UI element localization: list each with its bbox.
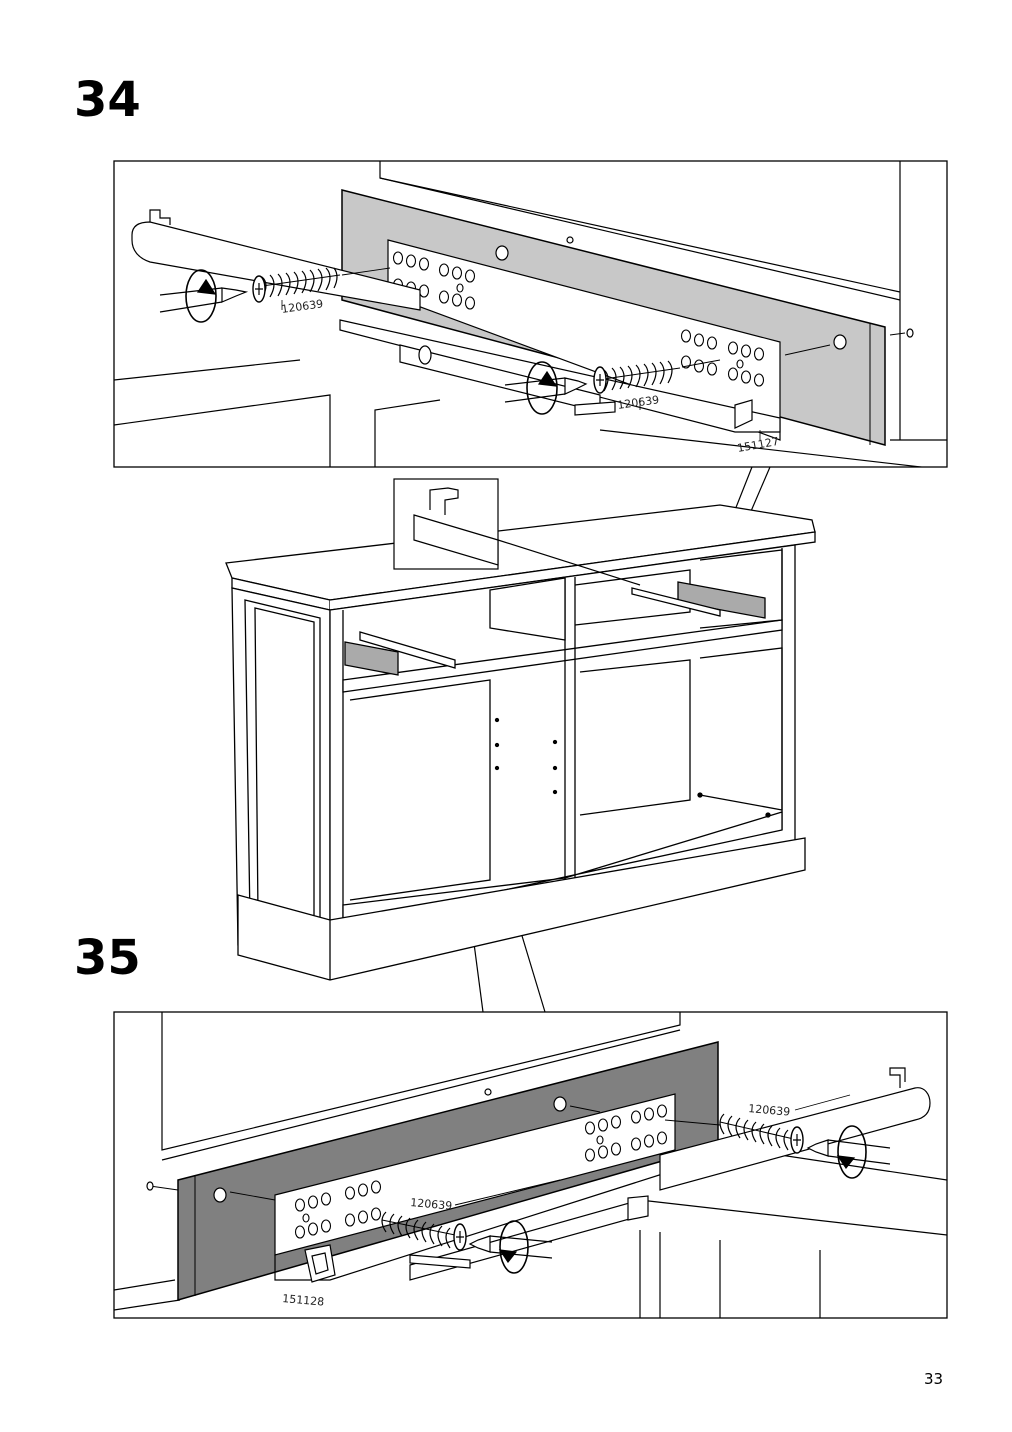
screwdriver-top-right xyxy=(504,361,588,415)
screw-top-left xyxy=(252,267,341,303)
part-label-screw-top-right: 120639 xyxy=(617,393,660,412)
cabinet-rail-left xyxy=(344,641,399,676)
detail-panel-top xyxy=(113,160,948,468)
part-label-rail-bottom: 151128 xyxy=(282,1292,325,1309)
screw-bottom-right xyxy=(719,1113,804,1154)
cabinet-overview xyxy=(225,504,816,981)
screw-bottom-left xyxy=(381,1211,467,1251)
screwdriver-bottom-right xyxy=(806,1125,891,1179)
drawer-rail-top xyxy=(339,319,781,433)
inset-detail-box xyxy=(393,478,641,586)
page-number: 33 xyxy=(924,1370,944,1388)
detail-panel-bottom xyxy=(113,1011,948,1319)
screwdriver-bottom-left xyxy=(468,1220,553,1274)
cabinet-rail-right xyxy=(677,581,766,619)
screw-top-right xyxy=(593,360,681,394)
screwdriver-top-left xyxy=(159,269,249,323)
part-label-screw-bottom-right: 120639 xyxy=(748,1102,791,1119)
step-number-35: 35 xyxy=(74,930,141,986)
part-label-screw-bottom-left: 120639 xyxy=(410,1196,453,1213)
step-number-34: 34 xyxy=(74,72,141,128)
part-label-screw-top-left: 120639 xyxy=(281,297,324,316)
